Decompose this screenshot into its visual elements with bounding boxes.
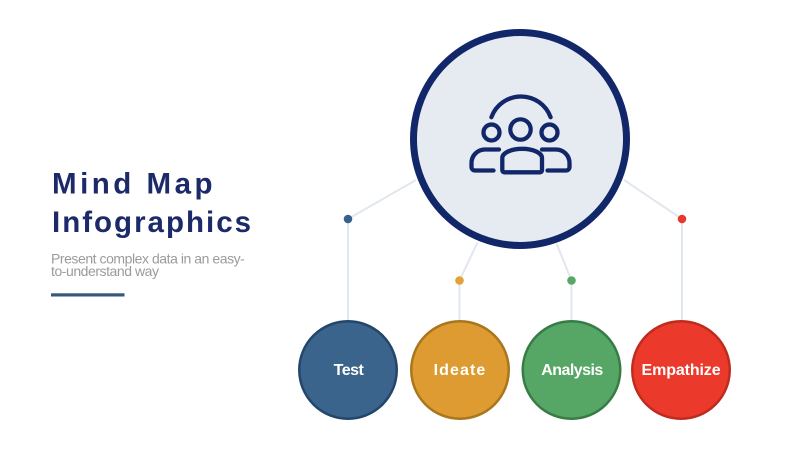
- svg-text:Ideate: Ideate: [434, 362, 487, 379]
- svg-text:to-understand way: to-understand way: [51, 263, 159, 279]
- svg-text:Present complex data in an eas: Present complex data in an easy-: [51, 251, 245, 267]
- svg-text:Analysis: Analysis: [541, 362, 603, 379]
- svg-text:Empathize: Empathize: [642, 362, 721, 379]
- svg-text:Mind Map: Mind Map: [52, 168, 216, 201]
- svg-text:Infographics: Infographics: [52, 206, 253, 239]
- svg-text:Test: Test: [334, 362, 365, 379]
